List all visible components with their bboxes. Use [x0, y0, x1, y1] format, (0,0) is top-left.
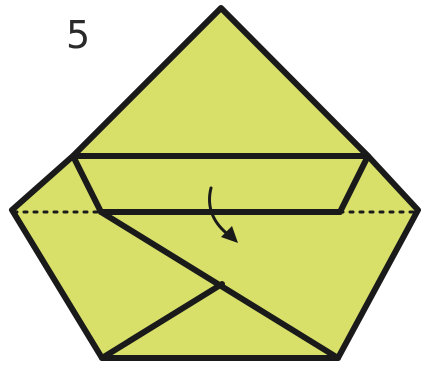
origami-fold-diagram: [0, 0, 421, 365]
